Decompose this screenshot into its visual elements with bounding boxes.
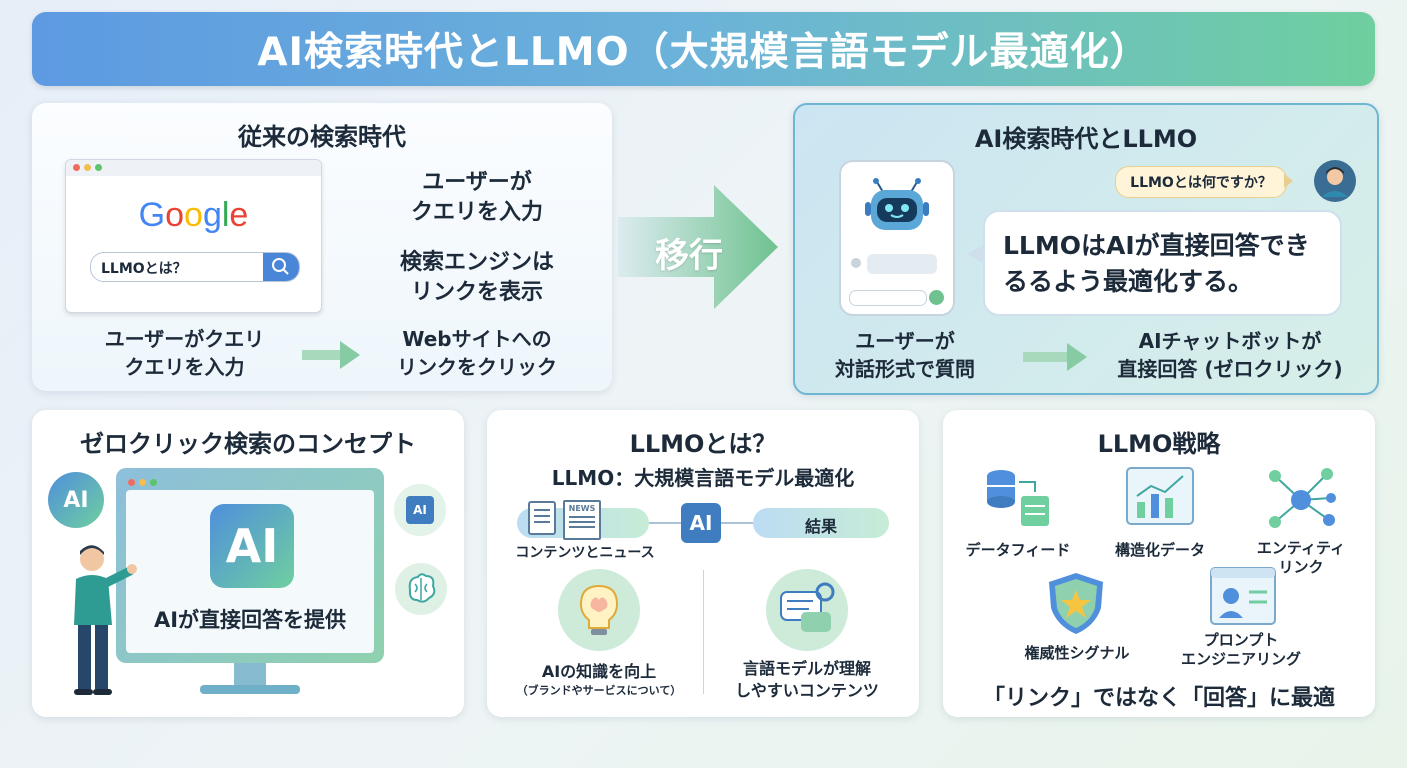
news-icon: NEWS — [563, 500, 601, 540]
robot-icon — [865, 178, 929, 230]
monitor: AI AIが直接回答を提供 — [116, 468, 384, 663]
arrow-icon — [302, 350, 342, 360]
traditional-caption-right: Webサイトへの リンクをクリック — [397, 327, 557, 379]
database-icon — [987, 470, 1049, 526]
step2-text: 検索エンジンは リンクを表示 — [399, 250, 554, 305]
traditional-search-panel: 従来の検索時代 Google LLMOとは？ ユーザーが クエリを入力 検索エン… — [32, 103, 612, 391]
browser-titlebar — [66, 160, 321, 176]
page-title: AI検索時代とLLMO（大規模言語モデル最適化） — [32, 12, 1375, 86]
answer-line-2: るるよう最適化する。 — [1003, 267, 1254, 296]
ai-logo: AI — [210, 504, 294, 588]
ai-era-heading: AI検索時代とLLMO — [974, 125, 1198, 153]
google-logo: Google — [138, 196, 249, 234]
ai-era-panel: AI検索時代とLLMO LLMOとは何ですか？ — [793, 103, 1379, 395]
result-pill — [753, 508, 889, 538]
llmo-what-subheading: LLMO：大規模言語モデル最適化 — [551, 466, 855, 490]
strategy-heading: LLMO戦略 — [1097, 430, 1221, 458]
question-text: LLMOとは何ですか？ — [1130, 175, 1272, 191]
search-icon — [272, 258, 289, 275]
strategy-item-prompt: プロンプト エンジニアリング — [1180, 631, 1301, 668]
zero-click-panel: ゼロクリック検索のコンセプト AI AIが直接回答を提供 AI AI — [32, 410, 464, 717]
phone-mockup — [839, 160, 955, 316]
knowledge-sub: （ブランドやサービスについて） — [516, 684, 682, 697]
strategy-panel: LLMO戦略 データフィード 構造化データ エンティティ リンク — [943, 410, 1375, 717]
result-label: 結果 — [804, 517, 837, 536]
monitor-base — [200, 685, 300, 694]
shield-star-icon — [1049, 573, 1103, 634]
zero-click-heading: ゼロクリック検索のコンセプト — [80, 430, 416, 458]
answer-line-1: LLMOはAIが直接回答でき — [1003, 231, 1310, 260]
network-icon — [1269, 468, 1336, 528]
ai-caption-right: AIチャットボットが 直接回答 (ゼロクリック) — [1117, 329, 1343, 381]
ai-arrow-icon — [1023, 352, 1068, 362]
llmo-what-panel: LLMOとは？ LLMO：大規模言語モデル最適化 NEWS AI 結果 コンテン… — [487, 410, 919, 717]
ai-chip-icon: AI — [394, 484, 446, 536]
document-icon — [528, 501, 556, 535]
ai-badge-icon: AI — [48, 472, 104, 528]
content-label2: 言語モデルが理解 しやすいコンテンツ — [735, 659, 879, 700]
arrow-head-icon — [340, 341, 360, 369]
chat-gear-icon — [766, 569, 848, 651]
profile-screen-icon — [1210, 567, 1276, 625]
search-button[interactable] — [263, 253, 299, 281]
strategy-item-entity: エンティティ リンク — [1256, 539, 1346, 576]
ai-processor-icon: AI — [681, 503, 721, 543]
strategy-footer: 「リンク」ではなく「回答」に最適 — [982, 686, 1335, 711]
lightbulb-brain-icon — [558, 569, 640, 651]
strategy-item-structured: 構造化データ — [1114, 541, 1205, 559]
traditional-heading: 従来の検索時代 — [238, 123, 406, 151]
monitor-screen: AI AIが直接回答を提供 — [126, 490, 374, 653]
ai-caption-left: ユーザーが 対話形式で質問 — [835, 329, 975, 381]
transition-label: 移行 — [655, 236, 723, 276]
send-icon[interactable] — [929, 290, 944, 305]
content-label: コンテンツとニュース — [515, 545, 655, 561]
search-input[interactable]: LLMOとは？ — [90, 252, 300, 282]
person-icon — [74, 545, 137, 695]
screen-text: AIが直接回答を提供 — [153, 608, 347, 632]
browser-window: Google LLMOとは？ — [65, 159, 322, 313]
strategy-item-authority: 権威性シグナル — [1024, 644, 1130, 662]
step1-text: ユーザーが クエリを入力 — [410, 170, 543, 225]
strategy-item-datafeed: データフィード — [965, 541, 1071, 559]
llmo-what-heading: LLMOとは？ — [629, 430, 777, 458]
chart-screen-icon — [1126, 467, 1194, 525]
search-query: LLMOとは？ — [101, 261, 187, 277]
brain-icon — [395, 563, 447, 615]
transition-arrow-icon — [618, 185, 778, 309]
knowledge-label: AIの知識を向上 — [541, 662, 657, 681]
answer-bubble: LLMOはAIが直接回答でき るるよう最適化する。 — [983, 210, 1342, 316]
question-bubble: LLMOとは何ですか？ — [1115, 166, 1287, 198]
user-avatar-icon — [1314, 160, 1356, 202]
monitor-stand — [234, 663, 266, 685]
phone-input[interactable] — [849, 290, 927, 306]
traditional-caption-left: ユーザーがクエリ クエリを入力 — [104, 327, 265, 379]
